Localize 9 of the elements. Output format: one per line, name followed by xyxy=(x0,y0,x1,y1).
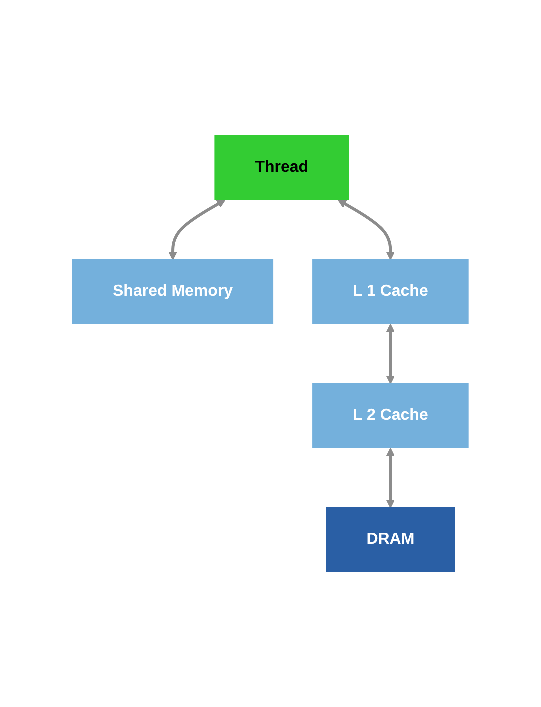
node-box: Shared Memory xyxy=(72,259,274,324)
node-box: L 2 Cache xyxy=(312,383,469,448)
arrow xyxy=(386,324,395,384)
node-box: DRAM xyxy=(326,507,456,572)
node-box: L 1 Cache xyxy=(312,259,469,324)
arrow xyxy=(338,199,395,260)
node-box: Thread xyxy=(214,135,349,200)
arrow xyxy=(386,448,395,508)
arrow xyxy=(168,199,226,260)
